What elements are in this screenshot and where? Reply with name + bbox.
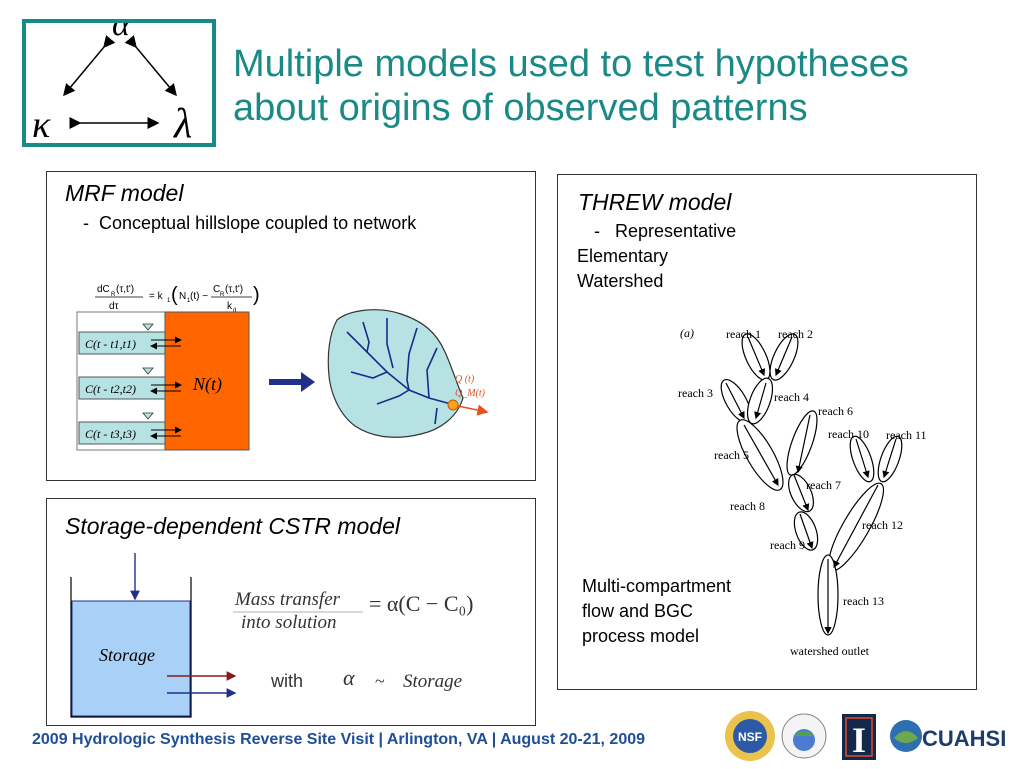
mrf-bullet-text: Conceptual hillslope coupled to network: [99, 213, 417, 233]
svg-text:R: R: [220, 292, 225, 298]
svg-text:= k: = k: [149, 291, 164, 302]
svg-text:d: d: [233, 308, 236, 314]
bullet-dash: -: [594, 221, 600, 241]
reach-1-label: reach 1: [726, 327, 761, 341]
svg-text:dτ: dτ: [109, 301, 119, 312]
reach-2-label: reach 2: [778, 327, 813, 341]
svg-text:1: 1: [167, 298, 171, 304]
svg-text:R: R: [111, 292, 116, 298]
lambda-symbol: λ: [172, 101, 192, 143]
cstr-heading: Storage-dependent CSTR model: [65, 513, 400, 539]
mrf-bullet: - Conceptual hillslope coupled to networ…: [83, 213, 416, 234]
reach-8-label: reach 8: [730, 499, 765, 513]
threw-description: Multi-compartment flow and BGC process m…: [582, 574, 731, 649]
cuahsi-logo: CUAHSI: [890, 720, 1006, 752]
hypothesis-triangle-logo: α κ λ: [22, 6, 216, 147]
bullet-dash: -: [83, 213, 89, 233]
cell-3-label: C(t - t3,t3): [85, 427, 136, 441]
svg-text:dC: dC: [97, 284, 110, 295]
mass-transfer-rhs: = α(C − C₀): [369, 591, 474, 616]
svg-text:1: 1: [187, 298, 191, 304]
watershed-outlet-label: watershed outlet: [790, 644, 870, 658]
threw-desc-line-1: Multi-compartment: [582, 576, 732, 596]
storage-tank-label: Storage: [99, 645, 155, 665]
alpha-label: α: [343, 665, 355, 690]
reach-9-label: reach 9: [770, 538, 805, 552]
kappa-symbol: κ: [32, 104, 51, 143]
threw-desc-line-3: process model: [582, 626, 700, 646]
slide-title-line-2: about origins of observed patterns: [233, 87, 808, 129]
svg-text:): ): [253, 284, 260, 306]
reach-11-label: reach 11: [886, 428, 927, 442]
cell-2-label: C(t - t2,t2): [85, 382, 136, 396]
sponsor-logos: NSF I CUAHSI: [724, 708, 1014, 764]
flow-arrow: [269, 372, 315, 392]
outlet-qm-label: Q_M(t): [455, 388, 486, 399]
pub-logo: [781, 713, 827, 759]
svg-text:NSF: NSF: [738, 730, 762, 744]
storage-n-label: N(t): [192, 374, 222, 395]
svg-text:(τ,t'): (τ,t'): [116, 284, 134, 295]
nsf-logo: NSF: [725, 711, 775, 761]
reach-network-diagram: (a): [678, 326, 927, 658]
footer-text: 2009 Hydrologic Synthesis Reverse Site V…: [32, 731, 646, 748]
svg-text:k: k: [227, 301, 233, 312]
threw-bullet-line-1: - Representative: [594, 221, 736, 242]
svg-text:I: I: [852, 720, 866, 760]
alpha-symbol: α: [112, 23, 131, 43]
reach-13-label: reach 13: [843, 594, 884, 608]
svg-text:CUAHSI: CUAHSI: [922, 726, 1006, 751]
svg-text:N: N: [179, 291, 186, 302]
threw-bullet-line-2: Elementary: [577, 246, 669, 266]
with-label: with: [270, 671, 303, 691]
cstr-diagram: Storage Mass transfer into solution = α(…: [70, 553, 474, 718]
reach-5-label: reach 5: [714, 448, 749, 462]
threw-bullet-text-1: Representative: [615, 221, 737, 241]
threw-desc-line-2: flow and BGC: [582, 601, 694, 621]
panel-a-label: (a): [680, 326, 694, 340]
reach-labels: reach 1 reach 2 reach 3 reach 4 reach 5 …: [678, 327, 927, 658]
slide-title-line-1: Multiple models used to test hypotheses: [233, 43, 909, 85]
tilde-label: ~: [375, 671, 385, 691]
reach-12-label: reach 12: [862, 518, 903, 532]
svg-text:(τ,t'): (τ,t'): [225, 284, 243, 295]
svg-text:(t) −: (t) −: [190, 291, 208, 302]
reach-10-label: reach 10: [828, 427, 869, 441]
watershed-shape: [327, 309, 464, 438]
stream-network: [346, 318, 452, 425]
reach-4-label: reach 4: [774, 390, 809, 404]
svg-text:C: C: [213, 284, 220, 295]
mass-transfer-line-1: Mass transfer: [234, 589, 341, 610]
illinois-logo: I: [842, 714, 876, 760]
threw-bullet-line-3: Watershed: [577, 271, 664, 291]
mass-transfer-line-2: into solution: [241, 612, 337, 633]
mrf-heading: MRF model: [65, 180, 184, 206]
mrf-model-panel: MRF model - Conceptual hillslope coupled…: [46, 171, 536, 481]
reach-3-label: reach 3: [678, 386, 713, 400]
reach-7-label: reach 7: [806, 478, 841, 492]
storage-tank: [71, 600, 191, 717]
outlet-q-label: Q (t): [455, 374, 475, 385]
threw-heading: THREW model: [578, 189, 732, 215]
storage-word: Storage: [403, 671, 462, 692]
cell-1-label: C(t - t1,t1): [85, 337, 136, 351]
svg-text:(: (: [171, 284, 178, 306]
cstr-model-panel: Storage-dependent CSTR model Storage Mas…: [46, 498, 536, 726]
threw-model-panel: THREW model - Representative Elementary …: [557, 174, 977, 690]
reach-6-label: reach 6: [818, 404, 853, 418]
